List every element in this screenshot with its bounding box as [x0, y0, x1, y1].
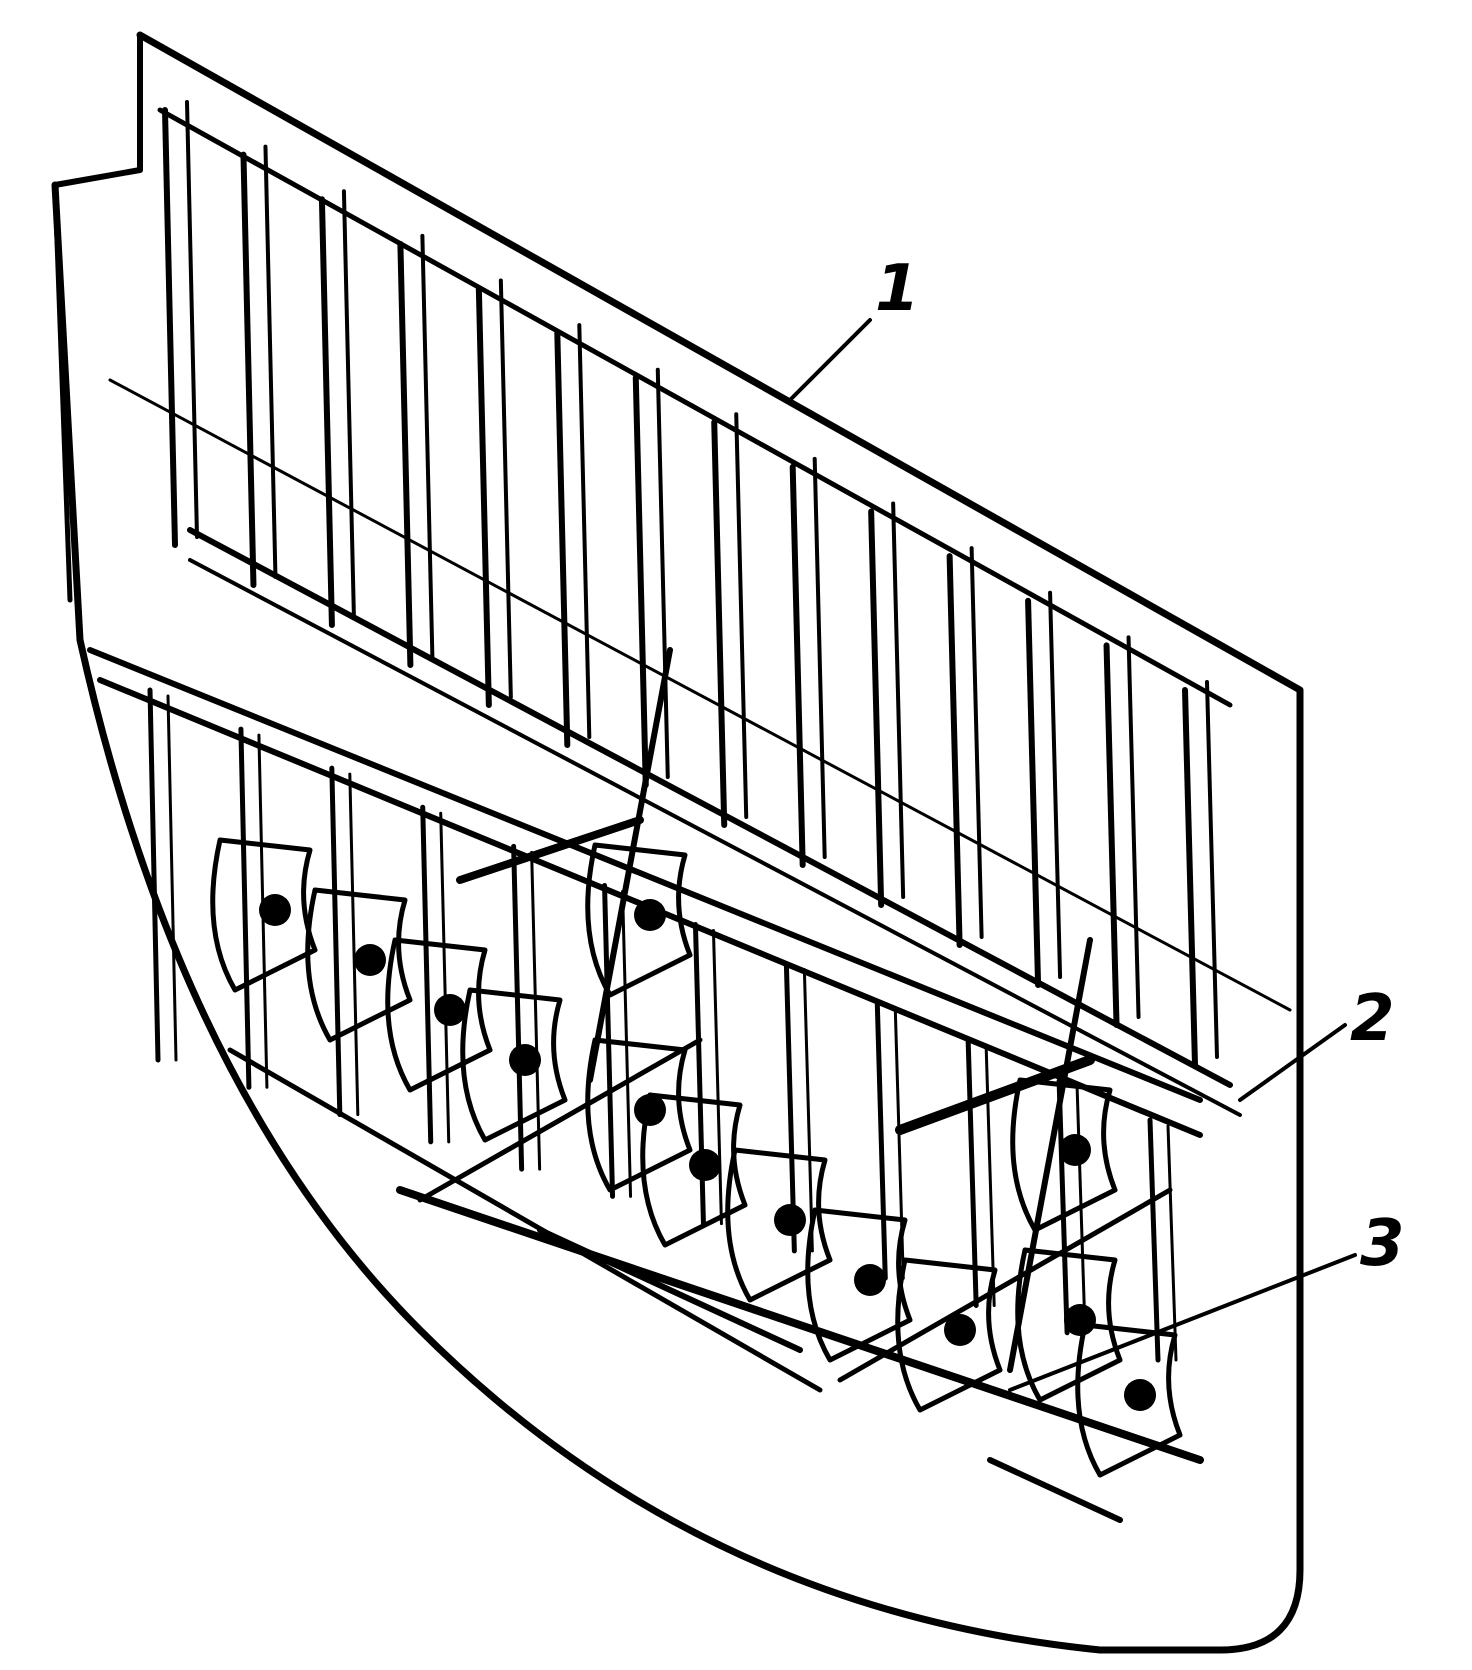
longitudinal-girder — [87, 647, 1204, 1464]
bracket-plate — [1075, 1322, 1183, 1478]
stiffener — [711, 412, 749, 828]
stiffener — [1103, 635, 1141, 1028]
bracket-plate — [210, 837, 318, 993]
stiffener — [397, 233, 435, 668]
stiffener — [789, 456, 827, 868]
callout-leaders — [788, 318, 1357, 1392]
lightening-hole — [774, 1204, 806, 1236]
bracket-plate — [585, 842, 693, 998]
bracket-plate — [460, 987, 568, 1143]
stiffener — [868, 501, 906, 908]
bracket-plate — [725, 1147, 833, 1303]
vertical-stiffeners — [162, 100, 1219, 1068]
bracket-plates — [210, 837, 1183, 1478]
lightening-hole — [1124, 1379, 1156, 1411]
lightening-hole — [259, 894, 291, 926]
stiffener — [318, 189, 356, 628]
upper-bulkhead — [52, 32, 1292, 1117]
hull-outline — [51, 31, 1304, 1654]
bracket-plate — [640, 1092, 748, 1248]
stiffener — [1182, 680, 1219, 1068]
frame — [1056, 1078, 1087, 1336]
frame — [329, 765, 360, 1118]
frame — [965, 1039, 996, 1308]
lightening-hole — [634, 1094, 666, 1126]
lightening-hole — [944, 1314, 976, 1346]
lightening-hole — [1059, 1134, 1091, 1166]
bracket-plate — [585, 1037, 693, 1193]
lightening-hole — [434, 994, 466, 1026]
diagonal-struts — [456, 647, 1123, 1523]
bracket-plate — [385, 937, 493, 1093]
lightening-hole — [634, 899, 666, 931]
bracket-plate — [895, 1257, 1003, 1413]
bracket-plate — [805, 1207, 913, 1363]
lightening-hole — [689, 1149, 721, 1181]
frame — [147, 687, 178, 1063]
frame — [511, 843, 542, 1172]
frame — [1147, 1117, 1178, 1363]
stiffener — [946, 546, 984, 948]
stiffener — [1025, 590, 1063, 988]
frame — [420, 804, 451, 1145]
frame — [783, 961, 814, 1254]
lightening-hole — [509, 1044, 541, 1076]
stiffener — [240, 144, 278, 588]
stiffener — [162, 100, 199, 548]
lightening-hole — [1064, 1304, 1096, 1336]
callout-label-1: 1 — [875, 252, 920, 326]
stiffener — [554, 323, 592, 748]
bracket-plate — [305, 887, 413, 1043]
stiffener — [632, 367, 670, 788]
stiffener — [475, 278, 513, 708]
lower-frames — [147, 687, 1178, 1363]
lightening-hole — [354, 944, 386, 976]
callout-label-2: 2 — [1350, 982, 1395, 1056]
lightening-hole — [854, 1264, 886, 1296]
callout-label-3: 3 — [1360, 1207, 1405, 1281]
bracket-plate — [1015, 1247, 1123, 1403]
